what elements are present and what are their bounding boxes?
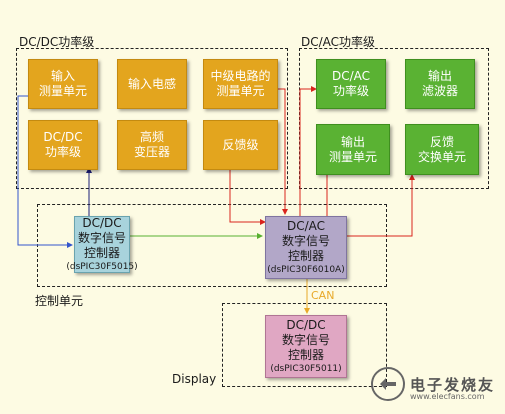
controller-title: 数字信号 — [77, 231, 126, 245]
watermark-url: www.elecfans.com — [410, 392, 485, 401]
dcac-power-stage-label: DC/AC功率级 — [301, 35, 376, 49]
block-label: 反馈 — [429, 134, 454, 149]
block-label: 高频 — [139, 130, 164, 144]
block-label: DC/DC — [43, 130, 83, 144]
controller-title: 数字信号 — [281, 234, 330, 248]
display-label: Display — [172, 372, 217, 386]
input-inductor-block: 输入电感 — [117, 59, 187, 109]
block-label: 功率级 — [44, 145, 81, 159]
controller-title: DC/AC — [286, 219, 326, 233]
block-label: 测量单元 — [38, 84, 87, 98]
controller-title: 控制器 — [287, 249, 324, 263]
display-controller-block: DC/DC 数字信号 控制器 (dsPIC30F5011) — [265, 315, 347, 378]
block-label: 功率级 — [332, 84, 369, 98]
can-bus-label: CAN — [311, 289, 335, 302]
block-label: 滤波器 — [421, 84, 458, 98]
output-filter-block: 输出 滤波器 — [405, 59, 475, 109]
controller-title: 数字信号 — [281, 333, 330, 347]
controller-title: 控制器 — [287, 348, 324, 362]
dcdc-controller-block: DC/DC 数字信号 控制器 (dsPIC30F5015) — [66, 216, 138, 273]
output-measurement-block: 输出 测量单元 — [316, 124, 390, 175]
input-measure-feedback-arrow — [17, 95, 73, 248]
block-label: 输出 — [427, 69, 452, 83]
block-label: 交换单元 — [417, 149, 466, 164]
block-label: 输出 — [340, 134, 365, 149]
block-label: 测量单元 — [328, 149, 377, 164]
dcac-controller-block: DC/AC 数字信号 控制器 (dsPIC30F6010A) — [265, 216, 347, 279]
feedback-exchange-arrow — [347, 174, 415, 237]
block-label: DC/AC — [331, 69, 371, 83]
block-label: 反馈级 — [222, 137, 259, 152]
feedback-exchange-block: 反馈 交换单元 — [405, 124, 479, 175]
controller-title: DC/DC — [82, 216, 122, 230]
hf-transformer-block: 高频 变压器 — [117, 120, 187, 170]
block-label: 中级电路的 — [210, 69, 271, 83]
feedback-level-block: 反馈级 — [203, 120, 278, 170]
controller-chip: (dsPIC30F5011) — [270, 364, 342, 374]
controller-title: 控制器 — [83, 246, 120, 260]
watermark: 电子发烧友 — [370, 366, 495, 402]
dcdc-power-stage-label: DC/DC功率级 — [19, 35, 95, 49]
block-label: 变压器 — [133, 145, 170, 159]
intermediate-circuit-measurement-block: 中级电路的 测量单元 — [203, 59, 278, 109]
input-measurement-block: 输入 测量单元 — [28, 59, 98, 109]
ctrl-to-dcac-arrow — [299, 86, 317, 216]
block-label: 测量单元 — [216, 84, 265, 98]
dcdc-power-stage-frame — [16, 48, 288, 189]
watermark-text: 电子发烧友 — [410, 375, 496, 394]
controller-chip: (dsPIC30F5015) — [66, 262, 138, 272]
controller-title: DC/DC — [286, 318, 326, 332]
block-label: 输入电感 — [127, 76, 176, 91]
elecfans-logo-icon — [371, 367, 405, 401]
dcdc-power-block: DC/DC 功率级 — [28, 120, 98, 170]
block-label: 输入 — [50, 69, 75, 83]
dcac-power-block: DC/AC 功率级 — [316, 59, 386, 109]
control-unit-label: 控制单元 — [35, 294, 84, 308]
controller-chip: (dsPIC30F6010A) — [267, 265, 345, 275]
feedback-level-arrow — [229, 170, 266, 225]
mid-measure-arrow — [278, 88, 288, 215]
